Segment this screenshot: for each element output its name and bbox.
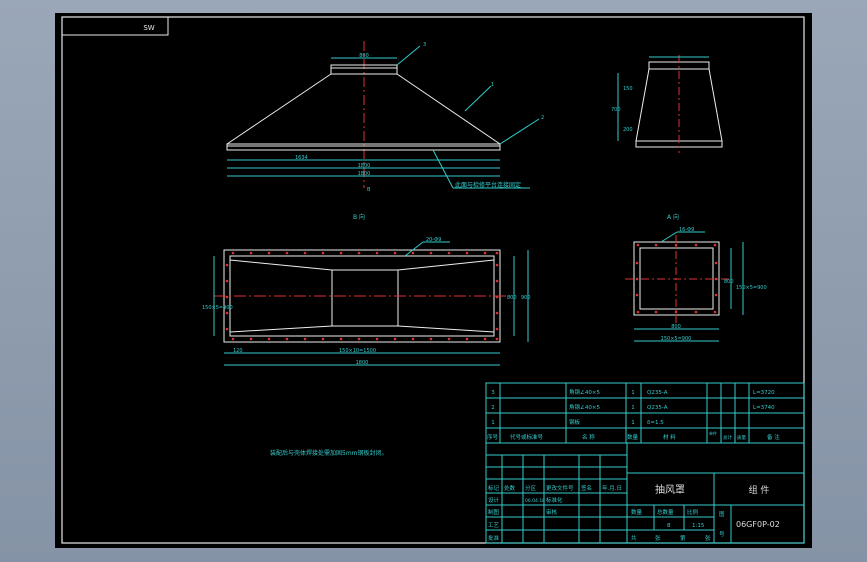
- side-view: 700 150 200: [611, 55, 723, 153]
- bom-hdr-qty: 数量: [627, 433, 639, 441]
- tb-label-figure: 图: [719, 510, 725, 518]
- bom-row1-note: L=3720: [753, 390, 775, 396]
- top-flange: [330, 64, 398, 75]
- plan-callout: 20-Φ9: [426, 237, 441, 243]
- plan-view-b: B 向 20-Φ9 800 900 150×5=900 120 150×10=1…: [202, 213, 531, 366]
- front-note: 此面与检修平台连接固定: [455, 181, 521, 189]
- section-mark-b: B: [367, 187, 371, 193]
- bom-row2-qty: 1: [631, 405, 635, 411]
- tb-part-name: 抽风罩: [655, 483, 685, 496]
- hood-left-slope: [226, 73, 332, 145]
- view-a-bolt-holes: [635, 243, 718, 314]
- assembly-note: 装配后与壳体焊接处需加固5mm钢板封闭。: [270, 449, 388, 457]
- bom-hdr-code: 代号或标准号: [510, 433, 544, 441]
- bom-hdr-unit: 单件: [709, 430, 717, 436]
- view-a-dim-right-1: 800: [724, 279, 734, 285]
- bom-hdr-note: 备 注: [767, 433, 780, 441]
- tb-label-total: 总数量: [657, 508, 674, 516]
- bom-row1-name: 角钢∠40×5: [569, 388, 601, 396]
- tb-label-qty: 数量: [631, 508, 643, 516]
- hood-right-slope: [396, 73, 501, 145]
- tb-label-number: 号: [719, 531, 725, 538]
- bottom-flange: [226, 143, 501, 151]
- plan-bolt-holes: [225, 251, 499, 341]
- bom-hdr-mat: 材 料: [663, 433, 676, 441]
- side-dim-top: 150: [623, 86, 633, 92]
- tb-qty: 8: [667, 523, 671, 529]
- plan-title: B 向: [353, 213, 365, 221]
- plan-dim-right-outer: 900: [521, 295, 531, 301]
- view-a-title: A 向: [667, 213, 679, 221]
- tb-label-zone: 分区: [525, 484, 537, 492]
- bom-table: [485, 382, 805, 444]
- bom-row3-no: 1: [491, 420, 495, 426]
- front-dim-a: 1634: [295, 155, 308, 161]
- bom-row1-qty: 1: [631, 390, 635, 396]
- tb-label-scale: 比例: [687, 508, 699, 516]
- bom-row1-no: 3: [491, 390, 495, 396]
- plan-dim-offset: 120: [233, 348, 243, 354]
- tb-label-design: 设计: [488, 496, 500, 504]
- title-block: [485, 442, 805, 544]
- view-a: A 向 16-Φ9 800 150×5=900 800 150×5=900: [625, 213, 767, 342]
- front-dim-c: 1800: [358, 171, 371, 177]
- front-view: 800 3 1 2 1634 1800 1800 此面与检修平台连接固定 B: [226, 41, 544, 193]
- tb-label-std: 标准化: [546, 496, 563, 504]
- bom-row3-mat: δ=1.5: [647, 420, 664, 426]
- tb-label-count: 处数: [504, 484, 516, 492]
- tb-label-mark: 标记: [488, 484, 500, 492]
- side-dim-bottom: 200: [623, 127, 633, 133]
- side-left-edge: [635, 68, 650, 142]
- tb-label-sheet: 张: [705, 534, 711, 542]
- callout-1: 1: [491, 82, 494, 88]
- tb-label-draw: 制图: [488, 508, 500, 516]
- tb-label-date: 年.月.日: [602, 484, 622, 492]
- tb-drawing-no: 06GF0P-02: [736, 520, 780, 529]
- cad-viewport[interactable]: SW 800 3 1 2 1634 1800 1800 此面与检修平台连接固定 …: [55, 13, 812, 548]
- bom-hdr-total: 总计: [723, 434, 732, 441]
- plan-dim-total: 1800: [356, 360, 369, 366]
- bom-row2-no: 2: [491, 405, 495, 411]
- view-tag: SW: [143, 24, 154, 32]
- view-a-dim-bottom-1: 800: [671, 324, 681, 330]
- tb-label-sign: 签名: [581, 484, 592, 492]
- tb-label-check: 审核: [546, 508, 558, 516]
- tb-scale: 1:15: [692, 523, 705, 529]
- bom-row3-qty: 1: [631, 420, 635, 426]
- tb-label-sheets: 张: [655, 534, 661, 542]
- callout-3: 3: [423, 42, 426, 48]
- view-a-dim-bottom-2: 150×5=900: [661, 336, 692, 342]
- side-right-edge: [708, 68, 723, 142]
- bom-hdr-name: 名 称: [582, 433, 595, 441]
- plan-dim-right-inner: 800: [507, 295, 517, 301]
- plan-dim-left: 150×5=900: [202, 305, 233, 311]
- plan-dim-pitch: 150×10=1500: [339, 348, 376, 354]
- callout-2: 2: [541, 115, 544, 121]
- bom-row2-name: 角钢∠40×5: [569, 403, 601, 411]
- tb-label-process: 工艺: [488, 522, 500, 529]
- bom-hdr-mass: 质量: [737, 434, 746, 441]
- cad-drawing: SW 800 3 1 2 1634 1800 1800 此面与检修平台连接固定 …: [61, 16, 805, 544]
- tb-part-type: 组 件: [749, 484, 770, 496]
- view-tag-box: [61, 16, 169, 36]
- front-top-dim: 800: [359, 53, 369, 59]
- bom-row3-name: 钢板: [569, 418, 581, 426]
- tb-label-sheet-no: 第: [680, 534, 686, 542]
- front-dim-b: 1800: [358, 163, 371, 169]
- tb-label-approve: 批准: [488, 534, 500, 542]
- bom-row1-mat: Q235-A: [647, 390, 668, 396]
- bom-row2-note: L=3740: [753, 405, 775, 411]
- side-dim-left: 700: [611, 107, 621, 113]
- tb-label-change: 更改文件号: [546, 484, 574, 492]
- bom-row2-mat: Q235-A: [647, 405, 668, 411]
- tb-label-of: 共: [631, 534, 637, 542]
- sheet-outer-border: [61, 16, 805, 544]
- tb-date: 06.04.18: [525, 498, 545, 504]
- view-a-dim-right-2: 150×5=900: [736, 285, 767, 291]
- view-a-callout: 16-Φ9: [679, 227, 694, 233]
- bom-hdr-no: 序号: [487, 433, 499, 441]
